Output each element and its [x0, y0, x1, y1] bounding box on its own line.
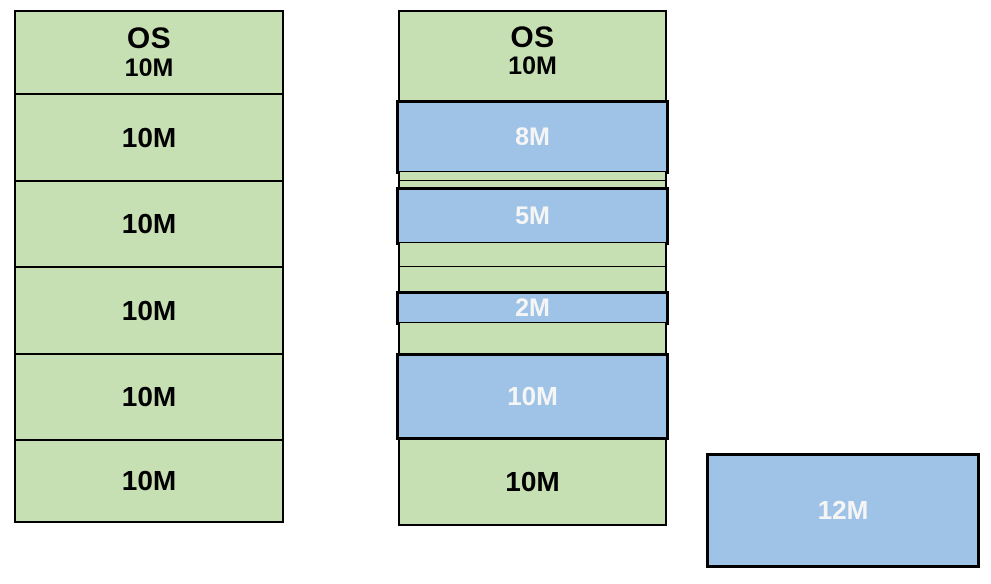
process-block-5m: 5M — [396, 187, 669, 245]
partition-block: 10M — [14, 266, 284, 355]
os-block-left: OS 10M — [14, 10, 284, 95]
process-block-2m: 2M — [396, 291, 669, 325]
fixed-partition-column: OS 10M 10M 10M 10M 10M 10M — [14, 10, 284, 523]
partition-size-label: 10M — [121, 381, 177, 412]
free-partition-block: 10M — [398, 438, 667, 526]
free-sliver — [398, 90, 667, 102]
partition-block: 10M — [14, 353, 284, 441]
free-sliver — [398, 323, 667, 356]
os-block-middle: OS 10M — [398, 10, 667, 92]
process-size-label: 2M — [515, 293, 550, 322]
waiting-process-size-label: 12M — [817, 495, 869, 525]
free-size-label: 10M — [505, 466, 560, 497]
os-size: 10M — [508, 52, 557, 80]
waiting-process-block-12m: 12M — [706, 453, 980, 568]
partition-block: 10M — [14, 439, 284, 523]
partition-size-label: 10M — [121, 208, 177, 239]
partition-block: 10M — [14, 180, 284, 268]
os-title: OS — [510, 20, 555, 54]
process-block-10m: 10M — [396, 353, 669, 440]
partition-size-label: 10M — [121, 465, 177, 496]
allocated-partition-column: OS 10M 8M 5M 2M 10M 10M — [396, 10, 669, 526]
free-sliver — [398, 181, 667, 190]
free-sliver — [398, 267, 667, 294]
partition-size-label: 10M — [121, 121, 177, 153]
process-size-label: 5M — [515, 201, 550, 230]
os-title: OS — [126, 22, 172, 55]
process-size-label: 10M — [507, 381, 558, 411]
process-block-8m: 8M — [396, 100, 669, 174]
partition-size-label: 10M — [121, 294, 177, 326]
free-sliver — [398, 243, 667, 267]
free-sliver — [398, 172, 667, 181]
os-size: 10M — [124, 53, 174, 82]
process-size-label: 8M — [515, 122, 550, 151]
partition-block: 10M — [14, 93, 284, 182]
